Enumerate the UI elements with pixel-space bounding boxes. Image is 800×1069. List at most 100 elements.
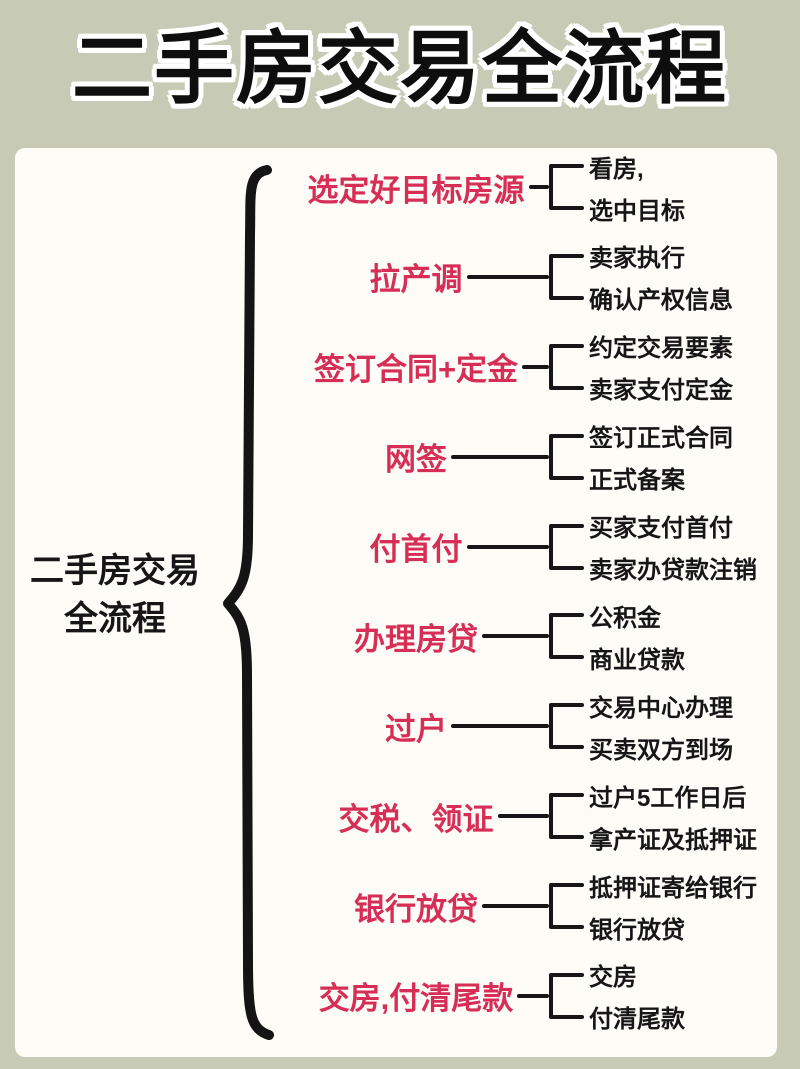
child-item: 约定交易要素 <box>549 331 763 363</box>
page-title: 二手房交易全流程 <box>72 24 728 113</box>
child-label: 签订正式合同 <box>589 425 733 453</box>
branch-line <box>549 164 584 168</box>
step-children: 公积金 商业贷款 <box>549 600 763 674</box>
branch-line <box>549 565 584 570</box>
branch-line <box>549 253 584 258</box>
child-label: 看房, <box>589 155 644 183</box>
step-children: 买家支付首付 卖家办贷款注销 <box>549 511 763 584</box>
child-label: 正式备案 <box>589 467 685 495</box>
connector-line <box>482 634 549 639</box>
branch-line <box>549 793 584 798</box>
curly-brace <box>215 148 285 1057</box>
connector-line <box>497 814 549 819</box>
step-row: 办理房贷 公积金 商业贷款 <box>285 600 763 674</box>
root-node: 二手房交易 全流程 <box>15 548 215 643</box>
branch-line <box>549 433 584 438</box>
connector-line <box>466 544 549 549</box>
step-children: 交易中心办理 买卖双方到场 <box>549 690 763 764</box>
step-row: 网签 签订正式合同 正式备案 <box>285 421 763 495</box>
step-row: 付首付 买家支付首付 卖家办贷款注销 <box>285 511 763 584</box>
child-label: 约定交易要素 <box>589 335 734 363</box>
branch-line <box>549 613 584 618</box>
child-item: 商业贷款 <box>549 642 763 674</box>
step-label: 办理房贷 <box>354 621 478 657</box>
step-children: 看房, 选中目标 <box>549 151 763 225</box>
step-row: 过户 交易中心办理 买卖双方到场 <box>285 690 763 764</box>
child-item: 签订正式合同 <box>549 421 763 453</box>
step-children: 过户5工作日后 拿产证及抵押证 <box>549 780 763 854</box>
step-row: 银行放贷 抵押证寄给银行 银行放贷 <box>285 870 763 944</box>
branch-line <box>549 925 584 929</box>
branch-line <box>549 745 584 750</box>
child-label: 买卖双方到场 <box>589 736 733 764</box>
child-item: 付清尾款 <box>549 1002 763 1034</box>
child-item: 拿产证及抵押证 <box>549 822 763 854</box>
step-label: 交税、领证 <box>338 801 494 837</box>
branch-line <box>549 835 584 840</box>
steps-list: 选定好目标房源 看房, 选中目标 拉产调 卖家执行 确认产权信息 <box>285 148 777 1057</box>
step-row: 交房,付清尾款 交房 付清尾款 <box>285 960 763 1034</box>
branch-line <box>549 385 585 390</box>
connector-line <box>517 993 549 998</box>
child-label: 买家支付首付 <box>589 515 733 542</box>
step-label: 签订合同+定金 <box>313 352 519 388</box>
branch-line <box>549 206 584 210</box>
step-row: 选定好目标房源 看房, 选中目标 <box>285 151 763 225</box>
child-label: 选中目标 <box>589 197 685 225</box>
step-row: 签订合同+定金 约定交易要素 卖家支付定金 <box>285 331 763 405</box>
diagram-card: 二手房交易 全流程 选定好目标房源 看房, 选中目标 拉产调 <box>15 148 777 1057</box>
branch-line <box>549 343 585 348</box>
child-item: 买卖双方到场 <box>549 732 763 764</box>
child-label: 卖家办贷款注销 <box>589 557 757 584</box>
child-item: 交易中心办理 <box>549 690 763 722</box>
step-children: 签订正式合同 正式备案 <box>549 421 763 495</box>
child-label: 银行放贷 <box>589 916 685 944</box>
connector-line <box>522 364 550 369</box>
branch-line <box>549 523 584 528</box>
child-label: 卖家执行 <box>589 245 685 273</box>
child-item: 卖家执行 <box>549 241 763 273</box>
child-item: 银行放贷 <box>549 912 763 944</box>
step-children: 抵押证寄给银行 银行放贷 <box>549 870 763 944</box>
child-label: 付清尾款 <box>589 1006 685 1034</box>
step-row: 交税、领证 过户5工作日后 拿产证及抵押证 <box>285 780 763 854</box>
child-item: 买家支付首付 <box>549 511 763 542</box>
branch-line <box>549 703 584 708</box>
child-item: 抵押证寄给银行 <box>549 870 763 902</box>
child-item: 看房, <box>549 151 763 183</box>
child-label: 卖家支付定金 <box>589 377 734 405</box>
branch-line <box>549 295 584 300</box>
child-item: 选中目标 <box>549 193 763 225</box>
connector-line <box>451 724 549 729</box>
child-label: 抵押证寄给银行 <box>589 874 757 902</box>
child-item: 确认产权信息 <box>549 283 763 315</box>
branch-line <box>549 883 584 887</box>
branch-line <box>549 475 584 480</box>
child-label: 交易中心办理 <box>589 694 733 722</box>
connector-line <box>466 274 549 279</box>
step-label: 网签 <box>385 442 447 478</box>
step-children: 卖家执行 确认产权信息 <box>549 241 763 315</box>
connector-line <box>451 454 549 459</box>
step-label: 银行放贷 <box>354 891 478 927</box>
child-label: 拿产证及抵押证 <box>589 826 757 854</box>
step-label: 过户 <box>385 711 447 747</box>
connector-line <box>528 185 549 189</box>
branch-line <box>549 972 584 977</box>
child-label: 确认产权信息 <box>589 287 733 315</box>
step-children: 约定交易要素 卖家支付定金 <box>549 331 763 405</box>
child-label: 交房 <box>589 964 637 992</box>
child-item: 过户5工作日后 <box>549 780 763 812</box>
root-label-line1: 二手房交易 <box>30 551 200 590</box>
root-label-line2: 全流程 <box>64 599 166 638</box>
child-item: 正式备案 <box>549 463 763 495</box>
step-label: 选定好目标房源 <box>307 172 525 208</box>
child-label: 公积金 <box>589 604 661 632</box>
step-children: 交房 付清尾款 <box>549 960 763 1034</box>
step-label: 拉产调 <box>369 262 463 298</box>
step-label: 交房,付清尾款 <box>318 981 514 1017</box>
step-row: 拉产调 卖家执行 确认产权信息 <box>285 241 763 315</box>
child-item: 卖家支付定金 <box>549 373 763 405</box>
step-label: 付首付 <box>369 532 463 567</box>
